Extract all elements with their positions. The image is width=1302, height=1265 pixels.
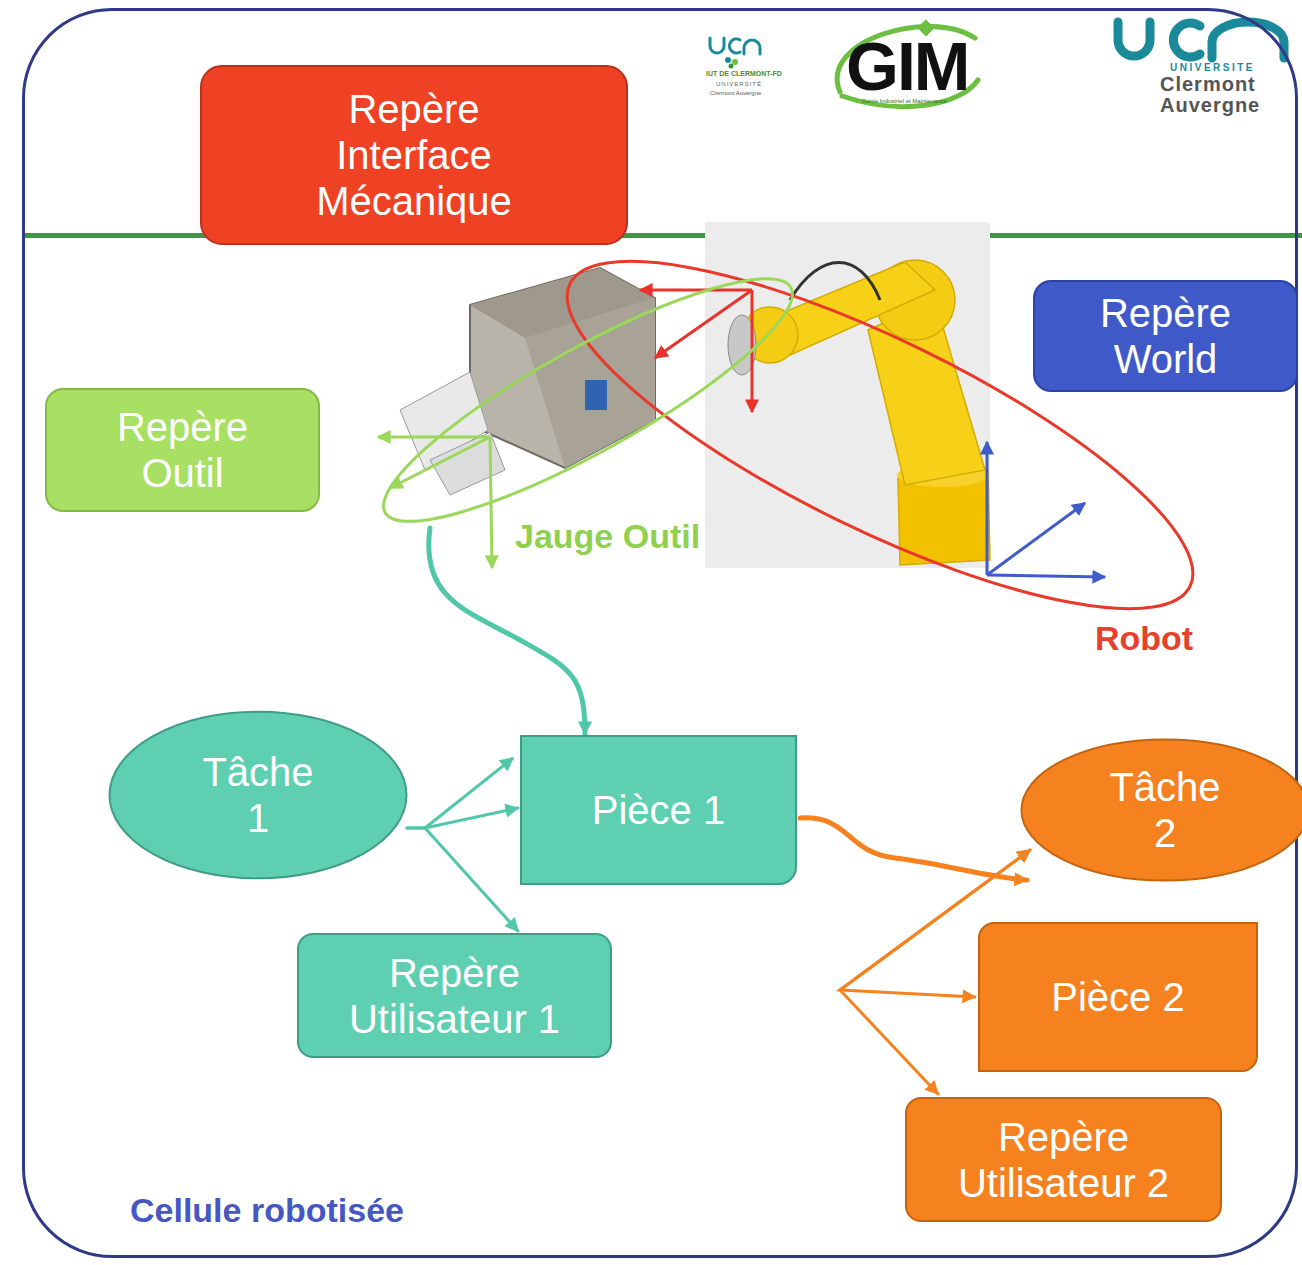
uca-small-logo: [725, 57, 731, 63]
robot-arm: [705, 222, 990, 568]
gripper: [400, 268, 655, 495]
box-label: Tâche 1: [193, 749, 323, 841]
world-frame-axes: [987, 575, 1105, 577]
ellipse-outline: [110, 712, 407, 879]
box-label: Repère Utilisateur 2: [919, 1114, 1209, 1206]
frame-box: Repère Interface Mécanique: [200, 65, 628, 245]
region-label: Jauge Outil: [515, 516, 700, 557]
logo-text: Clermont Auvergne: [710, 90, 761, 96]
frame-box: Repère World: [1033, 280, 1298, 392]
part-box: Pièce 2: [978, 922, 1258, 1072]
gripper: [585, 380, 607, 410]
tool-frame-axes: [378, 437, 492, 568]
uca-logo: [1118, 22, 1150, 56]
ellipse-outline: [1020, 738, 1302, 882]
tool-frame-axes: [378, 436, 490, 439]
logo-text: UNIVERSITÉ: [716, 81, 762, 87]
frame-box: Repère Outil: [45, 388, 320, 512]
frame-box: Repère Utilisateur 1: [297, 933, 612, 1058]
ellipse-outline: [108, 710, 408, 880]
ellipse-outline: [360, 242, 816, 558]
box-label: Pièce 2: [1051, 974, 1184, 1020]
world-frame-axes: [986, 442, 989, 575]
task-ellipse: Tâche 2: [1020, 738, 1302, 882]
task-ellipse: Tâche 1: [108, 710, 408, 880]
region-label: Robot: [1095, 618, 1193, 659]
interface-frame-axes: [655, 290, 752, 358]
logo-text: IUT DE CLERMONT-FD: [706, 70, 782, 77]
robot-arm: [790, 263, 880, 301]
box-label: Repère Interface Mécanique: [279, 86, 549, 224]
uca-logo: [1118, 22, 1284, 58]
logo-text: Génie Industriel et Maintenance: [862, 98, 947, 104]
uca-small-logo: [729, 64, 734, 69]
robot-cell-frame: Cellule robotisée Repère Interface Mécani…: [22, 8, 1298, 1258]
logo-text: UNIVERSITE: [1170, 63, 1255, 73]
box-label: Repère Utilisateur 1: [310, 950, 600, 1042]
robot-arm: [705, 222, 990, 568]
logo-text: GIM: [846, 32, 968, 100]
region-label: Cellule robotisée: [130, 1190, 404, 1231]
uca-small-logo: [732, 59, 738, 65]
box-label: Repère World: [1081, 290, 1251, 382]
uca-logo: [1212, 22, 1284, 58]
uca-small-logo: [710, 38, 760, 69]
tool-frame-axes: [390, 437, 490, 488]
uca-small-logo: [744, 40, 760, 54]
gim-logo: [837, 20, 978, 107]
world-frame-axes: [987, 442, 1105, 577]
tool-gauge-ellipse: Jauge Outil: [350, 270, 820, 570]
interface-frame-axes: [640, 289, 752, 292]
uca-small-logo: [729, 39, 740, 53]
uca-small-logo: [710, 38, 724, 53]
flow-arrow: [407, 828, 518, 931]
box-label: Tâche 2: [1100, 764, 1230, 856]
box-label: Repère Outil: [98, 404, 268, 496]
world-frame-axes: [987, 503, 1085, 575]
logo-text: Clermont: [1160, 74, 1256, 94]
gripper: [525, 298, 655, 468]
flow-arrow: [429, 528, 585, 734]
box-label: Pièce 1: [592, 787, 725, 833]
uca-logo: [1173, 23, 1200, 57]
logo-text: Auvergne: [1160, 95, 1260, 115]
frame-box: Repère Utilisateur 2: [905, 1097, 1222, 1222]
part-box: Pièce 1: [520, 735, 797, 885]
ellipse-outline: [1021, 739, 1302, 880]
flow-arrow: [800, 818, 1027, 880]
flow-arrow: [407, 808, 518, 828]
